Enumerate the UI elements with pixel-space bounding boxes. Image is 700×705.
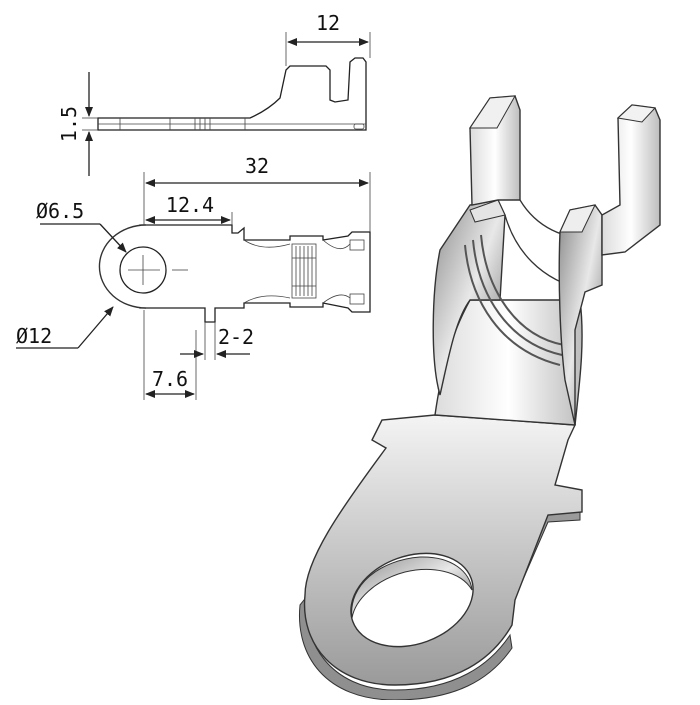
dim-side-width: 12: [316, 11, 340, 35]
terminal-3d-render: [298, 95, 661, 701]
barrel-contour: [243, 295, 291, 304]
side-view-slot: [353, 123, 365, 130]
barrel-contour: [322, 294, 351, 304]
barrel-contour: [322, 239, 351, 249]
serration-block: [291, 243, 317, 299]
tongue-surface: [303, 414, 583, 686]
ring-tongue: [98, 224, 147, 309]
left-rear-wing-top: [469, 95, 516, 129]
top-view: 32 12.4 Ø6.5 Ø12 7.6 2-2: [16, 154, 371, 400]
tongue-edge: [298, 594, 513, 701]
dim-hole-to-tab: 12.4: [166, 193, 214, 217]
side-view: 12 1.5: [57, 11, 371, 176]
side-view-outline: [97, 57, 367, 131]
top-view-outline: [139, 224, 371, 323]
dim-neck-width: 7.6: [152, 367, 188, 391]
right-rear-wing: [601, 104, 661, 256]
right-front-wing: [558, 204, 603, 426]
leader-line: [77, 306, 114, 349]
barrel-groove: [472, 239, 563, 356]
ring-hole: [119, 246, 167, 294]
barrel-groove: [480, 234, 565, 346]
rear-tab: [349, 239, 365, 251]
leader-line: [99, 223, 127, 253]
dim-section: 2-2: [218, 325, 254, 349]
right-front-wing-top: [559, 204, 596, 233]
dim-ring-diameter: Ø12: [16, 324, 52, 348]
dim-overall-length: 32: [245, 154, 269, 178]
barrel-contour: [243, 239, 291, 248]
left-front-wing: [432, 199, 506, 396]
dim-hole-diameter: Ø6.5: [36, 199, 84, 223]
barrel-groove: [464, 244, 561, 366]
dim-thickness: 1.5: [57, 106, 81, 142]
rear-tab: [349, 293, 365, 305]
right-rear-wing-top: [616, 104, 657, 123]
ring-hole-wall: [351, 556, 473, 619]
